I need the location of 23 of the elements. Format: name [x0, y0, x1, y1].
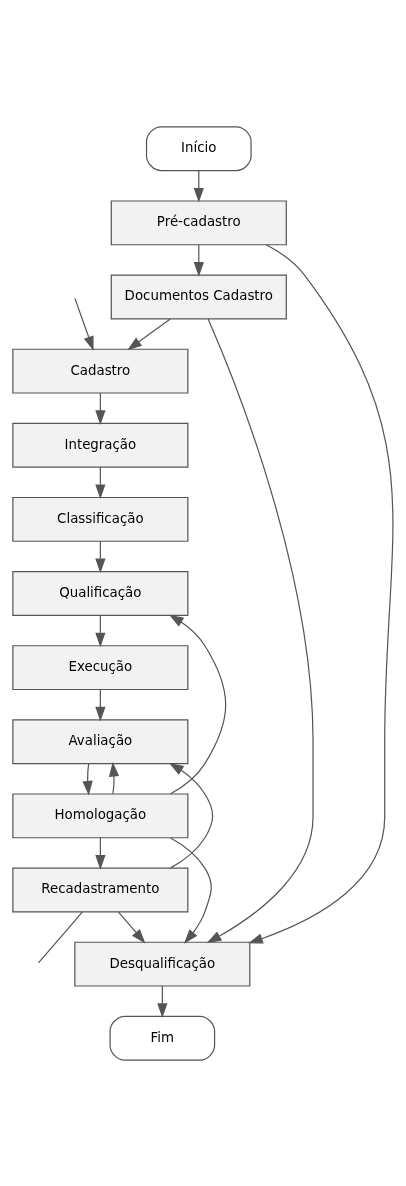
arrow	[206, 317, 314, 943]
node-box: Fim	[109, 1015, 216, 1061]
node-box: Homologação	[12, 792, 189, 838]
arrow	[108, 761, 120, 794]
arrow	[170, 836, 212, 944]
node-box: Integração	[12, 422, 189, 468]
node-box: Recadastramento	[12, 867, 189, 912]
node-box: Desqualificação	[74, 941, 251, 987]
arrow	[117, 910, 146, 943]
arrow	[127, 317, 171, 350]
arrow	[248, 243, 394, 943]
node-box: Pré-cadastro	[110, 199, 287, 245]
arrow	[169, 614, 227, 794]
node-box: Documentos Cadastro	[110, 274, 287, 319]
arrow	[74, 297, 94, 351]
node-box: Qualificação	[12, 570, 189, 616]
node-box: Execução	[12, 644, 189, 690]
connector	[37, 910, 84, 963]
node-box: Classificação	[12, 496, 189, 542]
node-box: Avaliação	[12, 718, 189, 764]
node-box: Cadastro	[12, 348, 189, 394]
node-box: Início	[145, 125, 252, 171]
arrow	[169, 762, 214, 868]
